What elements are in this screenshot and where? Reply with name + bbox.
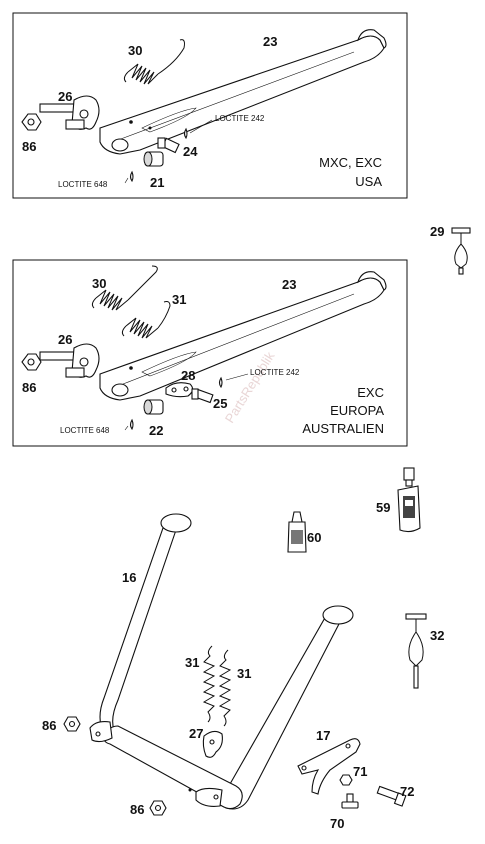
callout-86-c: 86 xyxy=(42,718,56,733)
stud-70 xyxy=(341,793,359,809)
callout-30: 30 xyxy=(128,43,142,58)
bolt-72 xyxy=(376,785,407,807)
tube-60 xyxy=(287,511,307,553)
callout-86-d: 86 xyxy=(130,802,144,817)
callout-29: 29 xyxy=(430,224,444,239)
spring-30-b xyxy=(91,265,158,311)
caption-line-1: MXC, EXC xyxy=(319,155,382,170)
callout-31-left: 31 xyxy=(185,655,199,670)
callout-72: 72 xyxy=(400,784,414,799)
bumper-22 xyxy=(143,399,164,415)
nut-86-d xyxy=(149,800,167,816)
nut-71 xyxy=(339,774,353,786)
callout-26-b: 26 xyxy=(58,332,72,347)
callout-71: 71 xyxy=(353,764,367,779)
panel-1-frame xyxy=(12,12,408,199)
nut-86-c xyxy=(63,716,81,732)
callout-23: 23 xyxy=(263,34,277,49)
spring-30 xyxy=(123,39,185,85)
caption-line-2-b: EUROPA xyxy=(330,403,384,418)
spring-31-b xyxy=(121,301,171,339)
screw-24 xyxy=(157,137,180,154)
callout-26: 26 xyxy=(58,89,72,104)
bracket-28 xyxy=(165,382,194,398)
callout-24: 24 xyxy=(183,144,198,159)
callout-70: 70 xyxy=(330,816,344,831)
side-stand-23 xyxy=(99,29,387,155)
callout-60: 60 xyxy=(307,530,321,545)
callout-23-b: 23 xyxy=(282,277,296,292)
nut-86 xyxy=(21,113,42,131)
spring-hook-tool-32 xyxy=(405,613,427,689)
caption-line-2: USA xyxy=(355,174,382,189)
caption-line-3-b: AUSTRALIEN xyxy=(302,421,384,436)
callout-59: 59 xyxy=(376,500,390,515)
panel-mxc-exc-usa: 30 23 26 86 24 21 LOCTITE 242 LOCTITE 64… xyxy=(12,12,408,199)
loctite-648-label: LOCTITE 648 xyxy=(58,180,108,189)
callout-31-right: 31 xyxy=(237,666,251,681)
spring-31-right xyxy=(218,649,232,727)
callout-31-b: 31 xyxy=(172,292,186,307)
callout-25: 25 xyxy=(213,396,227,411)
pivot-bolt-26 xyxy=(39,95,100,130)
callout-16: 16 xyxy=(122,570,136,585)
callout-28: 28 xyxy=(181,368,195,383)
callout-30-b: 30 xyxy=(92,276,106,291)
callout-21: 21 xyxy=(150,175,164,190)
bracket-17 xyxy=(297,738,361,795)
panel-exc-europa-australien: 30 31 23 26 86 28 25 22 LOCTITE 242 LOCT… xyxy=(12,259,408,447)
callout-22: 22 xyxy=(149,423,163,438)
loctite-242-label: LOCTITE 242 xyxy=(215,114,265,123)
pivot-bolt-26-b xyxy=(39,343,100,378)
bottle-59 xyxy=(397,467,421,533)
panel-2-frame xyxy=(12,259,408,447)
loctite-648-label-b: LOCTITE 648 xyxy=(60,426,110,435)
loctite-drops xyxy=(124,119,213,184)
callout-32: 32 xyxy=(430,628,444,643)
plate-27 xyxy=(202,730,223,758)
loctite-drops-b xyxy=(124,373,249,431)
callout-86-b: 86 xyxy=(22,380,36,395)
callout-27: 27 xyxy=(189,726,203,741)
loctite-242-label-b: LOCTITE 242 xyxy=(250,368,300,377)
spring-hook-tool-29 xyxy=(451,227,471,275)
screw-25 xyxy=(191,388,214,404)
watermark-text: PartsRepublik xyxy=(222,349,278,426)
callout-86: 86 xyxy=(22,139,36,154)
main-stand-16 xyxy=(89,513,354,810)
side-stand-23-b xyxy=(99,271,387,401)
spring-31-left xyxy=(202,645,216,723)
nut-86-b xyxy=(21,353,42,371)
bumper-21 xyxy=(143,151,164,167)
caption-line-1-b: EXC xyxy=(357,385,384,400)
callout-17: 17 xyxy=(316,728,330,743)
